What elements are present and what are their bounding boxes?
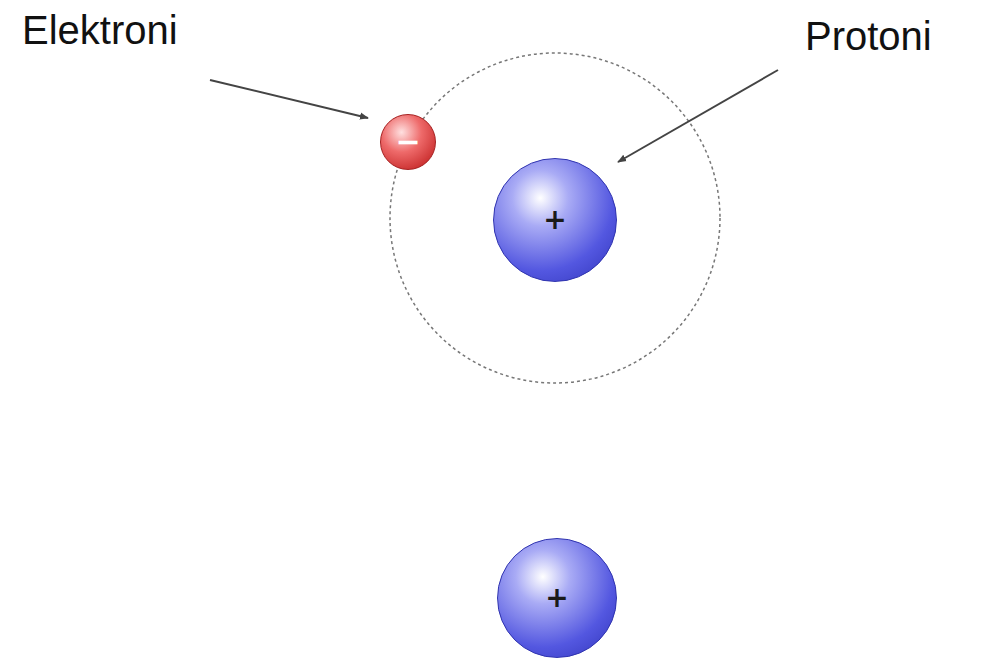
proton-circle: + — [493, 158, 617, 282]
charge-sign: − — [395, 127, 420, 157]
charge-sign: + — [543, 206, 566, 234]
charge-sign: + — [545, 584, 568, 612]
electron-circle: − — [380, 114, 436, 170]
electron-orbit — [390, 53, 720, 383]
part-label: Elektroni — [22, 8, 178, 52]
leader-line — [210, 80, 368, 118]
proton-circle: + — [497, 538, 617, 658]
part-label: Protoni — [805, 14, 932, 58]
leader-line — [618, 70, 778, 162]
